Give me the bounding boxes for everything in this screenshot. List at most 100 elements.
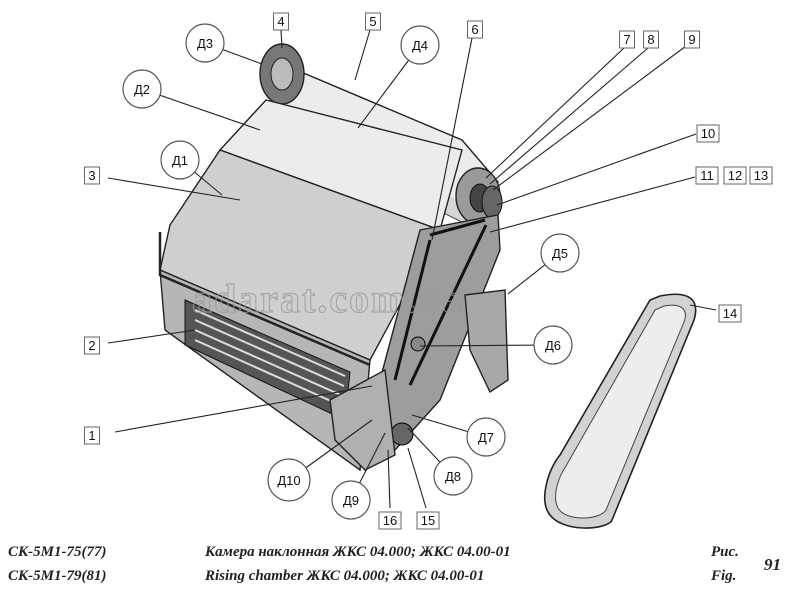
label-n5: 5 (369, 14, 376, 29)
callout-n11: 11 (489, 166, 719, 233)
leader-line-n3 (107, 177, 241, 201)
label-box-n10 (696, 124, 720, 143)
label-circle-d9 (331, 480, 371, 520)
leader-line-d2 (141, 88, 261, 131)
callout-n15: 15 (407, 447, 440, 530)
label-n7: 7 (623, 32, 630, 47)
label-d1: Д1 (172, 153, 188, 168)
label-n3: 3 (88, 168, 95, 183)
drum-end-hub (270, 57, 294, 91)
leader-line-n6 (431, 37, 473, 241)
label-circle-d10 (267, 458, 311, 502)
leader-line-n5 (354, 29, 371, 81)
callout-d3: Д3 (185, 23, 263, 65)
watermark: adarat.com.ua (192, 276, 465, 321)
label-n13: 13 (754, 168, 768, 183)
label-d7: Д7 (478, 430, 494, 445)
label-d8: Д8 (445, 469, 461, 484)
label-d2: Д2 (134, 82, 150, 97)
callout-n2: 2 (84, 329, 196, 355)
callout-n8: 8 (489, 30, 659, 185)
callout-n1: 1 (84, 385, 373, 445)
leader-line-n10 (496, 133, 697, 206)
label-n14: 14 (723, 306, 737, 321)
label-n10: 10 (701, 126, 715, 141)
label-box-n16 (378, 511, 402, 530)
label-box-n3 (84, 166, 100, 185)
label-circle-d6 (533, 325, 573, 365)
callout-n5: 5 (354, 12, 381, 81)
leader-line-n2 (107, 329, 196, 344)
callout-d1: Д1 (160, 140, 223, 196)
callout-n3: 3 (84, 166, 241, 201)
label-n8: 8 (647, 32, 654, 47)
label-n4: 4 (277, 14, 284, 29)
label-circle-d8 (433, 456, 473, 496)
callout-n4: 4 (273, 12, 289, 49)
chamber-rim (158, 232, 371, 367)
caption-title-en: Rising chamber ЖКС 04.000; ЖКС 04.00-01 (204, 568, 484, 584)
callout-d10: Д10 (267, 419, 373, 502)
cover-part-14-inner (555, 304, 686, 519)
label-n6: 6 (471, 22, 478, 37)
label-box-n5 (365, 12, 381, 31)
label-box-n14 (718, 304, 742, 323)
label-box-n12 (723, 166, 747, 185)
label-d9: Д9 (343, 493, 359, 508)
label-circle-d7 (466, 417, 506, 457)
label-circle-d1 (160, 140, 200, 180)
callout-d6: Д6 (419, 325, 573, 365)
label-n1: 1 (88, 428, 95, 443)
callout-d9: Д9 (331, 432, 386, 520)
callout-n10: 10 (496, 124, 720, 206)
leader-line-n14 (689, 304, 717, 311)
label-circle-d5 (540, 233, 580, 273)
caption-figure-number: 91 (764, 555, 781, 574)
pulley-outer-2 (481, 185, 503, 219)
label-box-n8 (643, 30, 659, 49)
label-box-n1 (84, 426, 100, 445)
label-d10: Д10 (277, 473, 300, 488)
label-d5: Д5 (552, 246, 568, 261)
label-circle-d3 (185, 23, 225, 63)
caption-model-line-2: СК-5М1-79(81) (8, 568, 107, 584)
conveyor-slats (194, 309, 346, 407)
callout-n7: 7 (485, 30, 635, 179)
leader-line-n16 (387, 449, 391, 509)
callout-n6: 6 (431, 20, 483, 241)
tension-roller (410, 336, 426, 352)
caption-fig-en: Fig. (710, 568, 736, 584)
caption: СК-5М1-75(77) СК-5М1-79(81) Камера накло… (8, 544, 781, 584)
callout-n13: 13 (749, 166, 773, 185)
label-box-n4 (273, 12, 289, 31)
label-circle-d4 (400, 25, 440, 65)
bottom-pulley-2 (390, 422, 414, 446)
label-n12: 12 (728, 168, 742, 183)
label-box-n2 (84, 336, 100, 355)
rising-chamber-drawing (158, 43, 697, 529)
label-n15: 15 (421, 513, 435, 528)
caption-model-line-1: СК-5М1-75(77) (8, 544, 107, 560)
label-n9: 9 (688, 32, 695, 47)
leader-line-d6 (419, 344, 554, 347)
leader-line-n4 (280, 29, 283, 49)
label-d6: Д6 (545, 338, 561, 353)
leader-line-n1 (114, 385, 373, 433)
leader-line-n11 (489, 176, 696, 233)
callout-n9: 9 (492, 30, 700, 191)
label-box-n6 (467, 20, 483, 39)
label-box-n15 (416, 511, 440, 530)
leader-line-n8 (489, 47, 649, 185)
label-box-n9 (684, 30, 700, 49)
label-box-n13 (749, 166, 773, 185)
leader-line-n7 (485, 47, 625, 179)
caption-fig-ru: Рис. (711, 544, 739, 560)
callout-d7: Д7 (411, 414, 506, 457)
label-box-n7 (619, 30, 635, 49)
label-d4: Д4 (412, 38, 428, 53)
label-d3: Д3 (197, 36, 213, 51)
label-n16: 16 (383, 513, 397, 528)
